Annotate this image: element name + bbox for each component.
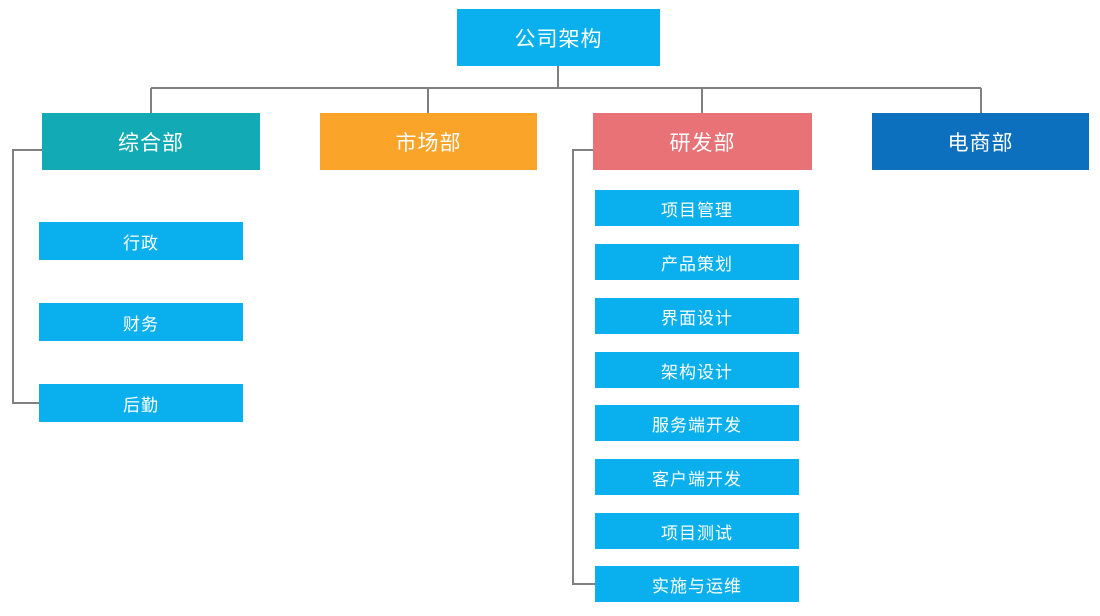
node-general-dept: 综合部 — [42, 113, 260, 170]
node-project-management: 项目管理 — [595, 190, 799, 226]
node-project-testing: 项目测试 — [595, 513, 799, 549]
node-ui-design: 界面设计 — [595, 298, 799, 334]
node-implementation-operations: 实施与运维 — [595, 566, 799, 602]
node-administration: 行政 — [39, 222, 243, 260]
connector-branch-right — [572, 149, 595, 585]
node-ecommerce-dept: 电商部 — [872, 113, 1089, 170]
node-product-planning: 产品策划 — [595, 244, 799, 280]
node-marketing-dept: 市场部 — [320, 113, 537, 170]
node-rnd-dept: 研发部 — [593, 113, 812, 170]
node-finance: 财务 — [39, 303, 243, 341]
node-server-development: 服务端开发 — [595, 405, 799, 441]
node-company-structure: 公司架构 — [457, 9, 660, 66]
node-logistics: 后勤 — [39, 384, 243, 422]
node-client-development: 客户端开发 — [595, 459, 799, 495]
connector-branch-left — [12, 149, 42, 404]
node-architecture-design: 架构设计 — [595, 352, 799, 388]
